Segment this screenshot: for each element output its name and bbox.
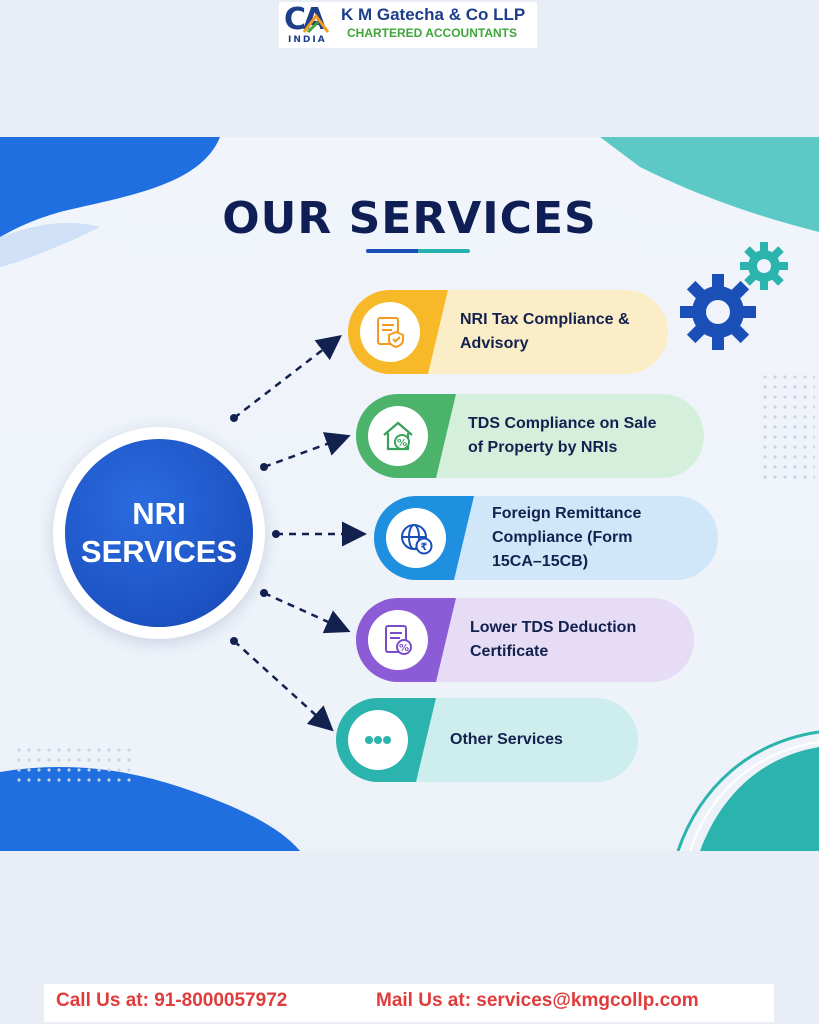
shield-document-icon: [360, 302, 420, 362]
title-underline: [366, 249, 470, 253]
firm-name: K M Gatecha & Co LLP: [341, 5, 526, 24]
small-gear-icon: [740, 242, 788, 290]
ca-logo-swoosh-icon: [302, 13, 330, 34]
firm-logo: CA INDIA K M Gatecha & Co LLP CHARTERED …: [279, 2, 537, 48]
service-3-line3: 15CA–15CB): [492, 553, 589, 570]
service-card-other: Other Services: [336, 698, 638, 782]
ca-logo-country: INDIA: [288, 35, 327, 45]
email-contact: Mail Us at: services@kmgcollp.com: [376, 990, 699, 1011]
svg-text:₹: ₹: [421, 542, 428, 553]
contact-footer: Call Us at: 91-8000057972 Mail Us at: se…: [44, 984, 774, 1022]
service-card-lower-tds: % Lower TDS Deduction Certificate: [356, 598, 694, 682]
service-4-line1: Lower TDS Deduction: [470, 619, 637, 636]
hub-label-line1: NRI: [132, 496, 186, 531]
page-title: OUR SERVICES: [222, 193, 597, 244]
house-percent-icon: %: [368, 406, 428, 466]
ca-logo-mark: CA INDIA: [282, 2, 334, 48]
svg-text:%: %: [397, 438, 407, 449]
service-5-line1: Other Services: [450, 731, 563, 748]
service-3-line1: Foreign Remittance: [492, 505, 642, 522]
document-percent-icon: %: [368, 610, 428, 670]
large-gear-icon: [680, 274, 756, 350]
service-1-line1: NRI Tax Compliance &: [460, 311, 630, 328]
service-card-tds-property: % TDS Compliance on Sale of Property by …: [356, 394, 704, 478]
dot-pattern-left: [14, 745, 134, 785]
service-card-foreign-remittance: ₹ Foreign Remittance Compliance (Form 15…: [374, 496, 718, 580]
service-2-line1: TDS Compliance on Sale: [468, 415, 657, 432]
service-1-line2: Advisory: [460, 335, 529, 352]
dot-pattern-right: [760, 372, 815, 482]
phone-contact: Call Us at: 91-8000057972: [56, 990, 288, 1011]
nri-services-hub: NRI SERVICES: [65, 439, 253, 627]
service-card-nri-tax: NRI Tax Compliance & Advisory: [348, 290, 668, 374]
service-2-line2: of Property by NRIs: [468, 439, 618, 456]
service-3-line2: Compliance (Form: [492, 529, 633, 546]
hub-label-line2: SERVICES: [80, 534, 238, 569]
service-4-line2: Certificate: [470, 643, 549, 660]
decorative-waves: [0, 137, 819, 851]
firm-subtitle: CHARTERED ACCOUNTANTS: [347, 26, 517, 40]
globe-rupee-icon: ₹: [386, 508, 446, 568]
svg-text:%: %: [399, 643, 409, 654]
ellipsis-icon: [348, 710, 408, 770]
